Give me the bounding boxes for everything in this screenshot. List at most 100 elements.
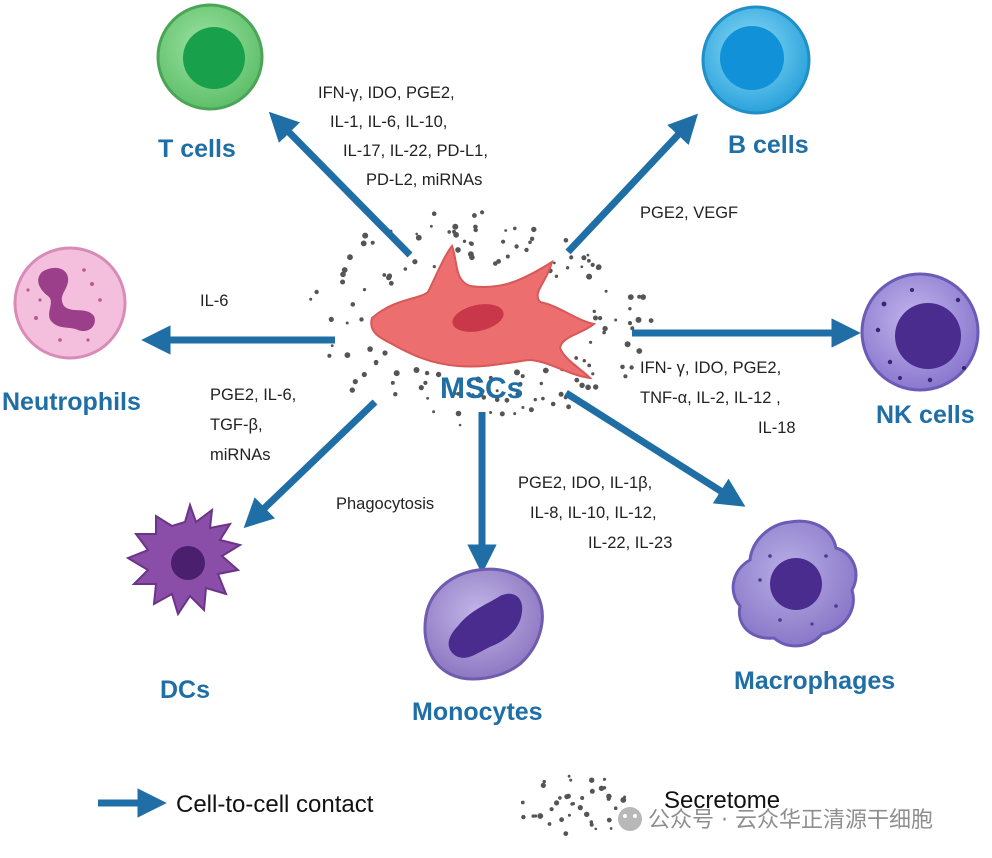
macrophage-granules bbox=[758, 554, 838, 626]
wechat-icon-eye bbox=[623, 814, 627, 818]
secretome-dot bbox=[541, 396, 545, 401]
macrophage-nucleus bbox=[770, 558, 822, 610]
secretome-dot bbox=[475, 376, 482, 383]
dendritic-cell bbox=[125, 501, 243, 617]
t-cells-factor-line: IL-1, IL-6, IL-10, bbox=[330, 113, 447, 131]
legend-contact-label: Cell-to-cell contact bbox=[176, 791, 374, 818]
secretome-dot bbox=[349, 387, 355, 393]
secretome-dot bbox=[456, 392, 461, 396]
secretome-dot bbox=[418, 385, 424, 391]
secretome-dot bbox=[586, 253, 590, 257]
secretome-dot bbox=[585, 812, 590, 817]
macrophages-factor-line: PGE2, IDO, IL-1β, bbox=[518, 474, 652, 492]
secretome-dot bbox=[648, 318, 654, 323]
secretome-dot bbox=[495, 389, 499, 393]
t-cells-factor-line: IFN-γ, IDO, PGE2, bbox=[318, 84, 455, 102]
watermark-text: 公众号 · 云众华正清源干细胞 bbox=[648, 808, 933, 833]
secretome-dot bbox=[566, 404, 571, 410]
secretome-dot bbox=[627, 321, 633, 326]
t-cells-factor-line: IL-17, IL-22, PD-L1, bbox=[343, 142, 488, 160]
secretome-dot bbox=[327, 353, 332, 358]
secretome-dot bbox=[637, 294, 642, 299]
secretome-dot bbox=[542, 367, 549, 374]
secretome-dot bbox=[585, 384, 591, 391]
secretome-dot bbox=[577, 805, 583, 811]
secretome-dot bbox=[481, 395, 487, 400]
secretome-dot bbox=[345, 321, 349, 325]
secretome-dot bbox=[539, 381, 543, 386]
secretome-dot bbox=[602, 325, 608, 332]
secretome-dot bbox=[620, 364, 625, 370]
secretome-dot bbox=[620, 797, 627, 803]
b-cells-factors: PGE2, VEGF bbox=[640, 204, 738, 222]
secretome-dot bbox=[540, 782, 546, 789]
secretome-dot bbox=[447, 230, 452, 234]
secretome-dot bbox=[432, 410, 436, 414]
macrophage-cell bbox=[731, 519, 858, 648]
secretome-dot bbox=[388, 280, 394, 286]
arrow-to-t-cells bbox=[268, 111, 413, 258]
secretome-dot bbox=[606, 817, 612, 823]
secretome-dot bbox=[593, 315, 598, 321]
wechat-icon-eye bbox=[633, 814, 637, 818]
secretome-dot bbox=[452, 223, 459, 230]
secretome-dot bbox=[393, 392, 398, 397]
dcs-factor-line: PGE2, IL-6, bbox=[210, 386, 296, 404]
dcs-label: DCs bbox=[160, 676, 210, 704]
secretome-dot bbox=[362, 232, 369, 239]
secretome-dot bbox=[469, 254, 475, 261]
nk-cells-label: NK cells bbox=[876, 401, 975, 429]
secretome-dot bbox=[594, 827, 598, 831]
secretome-dot bbox=[565, 266, 570, 270]
secretome-dot bbox=[567, 774, 571, 778]
secretome-dot bbox=[630, 326, 635, 331]
secretome-dot bbox=[569, 778, 573, 782]
dendritic-cell-nucleus bbox=[171, 546, 205, 580]
secretome-dot bbox=[328, 316, 334, 322]
macrophages-label: Macrophages bbox=[734, 667, 895, 695]
secretome-dot bbox=[473, 224, 478, 230]
secretome-dot bbox=[340, 279, 346, 285]
secretome-dot bbox=[458, 423, 462, 427]
secretome-dot bbox=[528, 407, 534, 413]
secretome-cloud bbox=[309, 210, 654, 427]
secretome-dot bbox=[403, 267, 408, 271]
neutrophils-factors: IL-6 bbox=[200, 292, 228, 310]
secretome-dot bbox=[554, 800, 560, 806]
nk-cells-factor-line: IFN- γ, IDO, PGE2, bbox=[640, 359, 781, 377]
secretome-dot bbox=[567, 813, 571, 817]
secretome-dot bbox=[563, 831, 569, 836]
secretome-dot bbox=[623, 795, 627, 799]
secretome-dot bbox=[580, 265, 584, 269]
msc-label: MSCs bbox=[440, 372, 523, 405]
neutrophil-granules bbox=[26, 268, 102, 342]
t-cells-factor-line: PD-L2, miRNAs bbox=[366, 171, 482, 189]
secretome-dot bbox=[462, 239, 467, 243]
dcs-factor-line: miRNAs bbox=[210, 446, 271, 464]
secretome-dot bbox=[382, 273, 387, 277]
secretome-dot bbox=[424, 370, 430, 376]
secretome-dot bbox=[480, 210, 485, 215]
secretome-dot bbox=[589, 340, 593, 344]
secretome-dot bbox=[549, 807, 554, 812]
secretome-dot bbox=[593, 384, 599, 390]
secretome-dot bbox=[582, 359, 586, 363]
secretome-dot bbox=[542, 779, 546, 784]
dcs-factors: PGE2, IL-6, TGF-β, miRNAs bbox=[210, 386, 301, 464]
secretome-dot bbox=[624, 341, 631, 348]
secretome-dot bbox=[513, 412, 517, 416]
secretome-dot bbox=[489, 411, 493, 414]
secretome-dot bbox=[581, 255, 587, 261]
secretome-dot bbox=[591, 372, 595, 376]
secretome-dot bbox=[533, 397, 537, 402]
neutrophil-membrane bbox=[13, 246, 127, 360]
secretome-dot bbox=[340, 271, 346, 278]
secretome-dot bbox=[592, 309, 596, 314]
wechat-icon bbox=[618, 807, 642, 831]
secretome-dot bbox=[360, 240, 367, 247]
secretome-dot bbox=[574, 377, 580, 383]
secretome-dot bbox=[494, 397, 500, 403]
msc-nucleus bbox=[452, 304, 504, 332]
secretome-dot bbox=[596, 264, 602, 270]
